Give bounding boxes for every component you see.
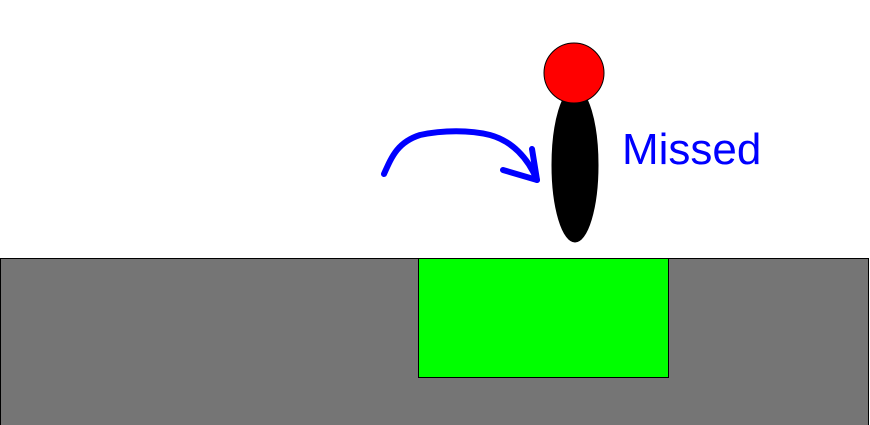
player-head xyxy=(543,42,605,104)
target-landing-zone xyxy=(418,258,669,378)
jump-arrow-head-icon xyxy=(500,146,540,183)
jump-arrow-icon xyxy=(381,128,540,183)
player-body xyxy=(551,87,599,243)
status-text: Missed xyxy=(622,125,762,174)
